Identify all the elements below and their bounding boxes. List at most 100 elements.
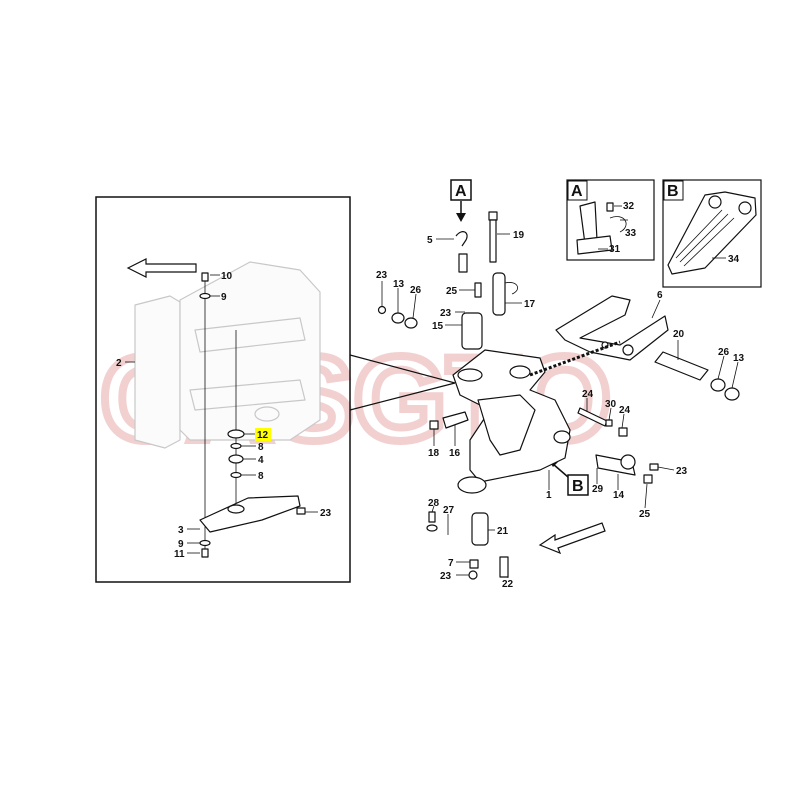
pin-14-end xyxy=(620,454,636,470)
bracket-6 xyxy=(555,295,669,361)
washer-9-bottom xyxy=(199,539,211,547)
nut-30 xyxy=(605,419,613,427)
label-part-13: 13 xyxy=(393,279,405,290)
nut-24 xyxy=(618,427,628,437)
label-part-2: 2 xyxy=(116,358,122,369)
knuckle-side-boss xyxy=(553,430,571,444)
frame-boss xyxy=(254,406,280,422)
label-part-13: 13 xyxy=(733,353,745,364)
label-part-33: 33 xyxy=(625,228,637,239)
label-part-11: 11 xyxy=(174,549,185,560)
inset-a-tag xyxy=(567,180,588,201)
shim-8-b xyxy=(230,471,242,479)
inset-b-tag xyxy=(663,180,684,201)
label-part-25: 25 xyxy=(446,286,458,297)
nut-11 xyxy=(201,548,209,558)
label-part-21: 21 xyxy=(497,526,509,537)
label-part-30: 30 xyxy=(605,399,617,410)
detail-frame xyxy=(95,196,351,583)
detail-box: 10 9 2 12 8 4 8 23 3 9 11 xyxy=(95,196,456,583)
bolt-25 xyxy=(474,282,482,298)
inset-b: B 34 xyxy=(662,179,762,288)
washer-13 xyxy=(391,312,405,324)
callout-line-top xyxy=(349,354,456,384)
direction-arrow-icon xyxy=(126,258,197,278)
label-part-4: 4 xyxy=(258,455,264,466)
label-part-23: 23 xyxy=(440,308,452,319)
pin-5-shank xyxy=(458,253,468,273)
label-part-3: 3 xyxy=(178,525,184,536)
bolt-19-head xyxy=(488,211,498,221)
inset-a-bracket xyxy=(576,235,613,255)
bolt-23 xyxy=(377,305,387,315)
label-part-19: 19 xyxy=(513,230,525,241)
clip-16 xyxy=(442,411,469,429)
label-part-26: 26 xyxy=(718,347,730,358)
washer-13b xyxy=(724,387,740,401)
pin-17 xyxy=(492,272,506,316)
wear-plate-34 xyxy=(667,191,757,275)
label-part-26: 26 xyxy=(410,285,422,296)
label-part-15: 15 xyxy=(432,321,444,332)
inset-b-label: B xyxy=(667,183,679,200)
highlight-part-12 xyxy=(255,428,271,441)
label-part-24: 24 xyxy=(619,405,631,416)
label-part-8: 8 xyxy=(258,442,264,453)
bearing-12 xyxy=(227,429,245,439)
leader-26b xyxy=(717,355,725,380)
inset-a-label: A xyxy=(571,183,583,200)
label-part-5: 5 xyxy=(427,235,433,246)
bolt-7 xyxy=(469,559,479,569)
label-part-25: 25 xyxy=(639,509,651,520)
pin-20 xyxy=(654,351,709,381)
leader-24b xyxy=(621,413,625,429)
wear-plate-hole-1 xyxy=(708,195,722,209)
label-part-1: 1 xyxy=(546,490,552,501)
callout-line-bottom xyxy=(349,382,456,411)
alignment-dash xyxy=(529,340,621,377)
lock-pin-5 xyxy=(455,231,468,247)
leader-23c xyxy=(657,466,675,471)
view-callouts: A B xyxy=(450,179,589,496)
washer-26 xyxy=(404,317,418,329)
label-part-31: 31 xyxy=(609,244,621,255)
view-a-label: A xyxy=(455,183,467,200)
link-plate-bore xyxy=(227,504,245,514)
label-part-8: 8 xyxy=(258,471,264,482)
leader-26a xyxy=(412,293,417,319)
bolt-22 xyxy=(499,556,509,578)
bushing-4 xyxy=(228,454,244,464)
frame-rib-1 xyxy=(194,317,306,353)
leader-6 xyxy=(651,299,661,319)
bolt-19 xyxy=(489,219,497,263)
label-part-23: 23 xyxy=(676,466,688,477)
knuckle-top-bore-2 xyxy=(509,365,531,379)
view-a-arrow-icon xyxy=(456,213,466,222)
pin-17-clip xyxy=(504,282,518,295)
frame-side-plate xyxy=(134,295,181,449)
label-part-24: 24 xyxy=(582,389,594,400)
washer-9-top xyxy=(199,292,211,300)
leader-28 xyxy=(431,505,435,513)
knuckle-bottom-boss xyxy=(457,476,487,494)
knuckle-top-bore xyxy=(457,368,483,382)
inset-a-spring-33 xyxy=(609,216,627,233)
label-part-22: 22 xyxy=(502,579,514,590)
label-part-23: 23 xyxy=(376,270,388,281)
label-part-9: 9 xyxy=(221,292,227,303)
direction-arrow-icon xyxy=(538,522,606,555)
bracket-hole-2 xyxy=(622,344,634,356)
label-part-14: 14 xyxy=(613,490,625,501)
grease-nipple-23 xyxy=(296,507,306,515)
bushing-15 xyxy=(461,312,483,350)
wear-plate-ribs xyxy=(675,209,735,267)
label-part-29: 29 xyxy=(592,484,604,495)
view-a-box xyxy=(450,179,472,201)
bolt-18 xyxy=(429,420,439,430)
label-part-23: 23 xyxy=(320,508,332,519)
label-part-23: 23 xyxy=(440,571,452,582)
leader-13b xyxy=(731,361,739,389)
label-part-9: 9 xyxy=(178,539,184,550)
label-part-20: 20 xyxy=(673,329,685,340)
